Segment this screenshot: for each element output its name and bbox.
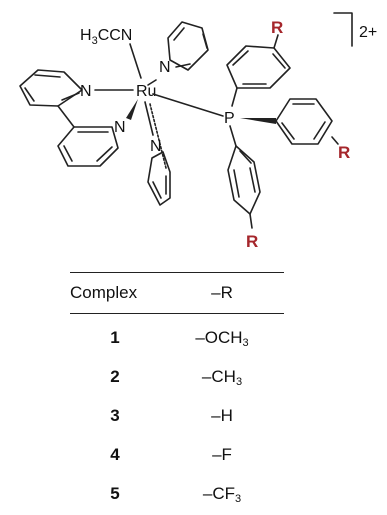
phenyl-ring-top xyxy=(226,45,291,89)
r-group: –F xyxy=(212,444,232,464)
nitrogen-label: N xyxy=(159,59,171,76)
substituent-r-bottom: R xyxy=(246,232,258,251)
phenyl-ring-right xyxy=(275,98,333,145)
ruthenium-complex-structure: 2+ H3CCN Ru N N N N P R R xyxy=(19,12,377,251)
bond-double xyxy=(24,87,35,102)
complex-number: 1 xyxy=(110,327,120,347)
table-row: 5 –CF3 xyxy=(70,474,284,513)
bond-double xyxy=(281,122,295,140)
ru-n-bond xyxy=(147,79,157,86)
p-c-wedge-bond xyxy=(240,118,276,124)
header-r: –R xyxy=(211,283,233,302)
bipyridine-ring-lower xyxy=(57,126,119,167)
table-row: 3 –H xyxy=(70,396,284,435)
charge-label: 2+ xyxy=(359,24,377,41)
bond-double xyxy=(313,121,326,140)
c-r-bond xyxy=(273,34,279,49)
charge-bracket xyxy=(333,12,353,47)
complex-number: 5 xyxy=(110,483,120,503)
bipy-linker-bond xyxy=(57,105,75,128)
table-row: 4 –F xyxy=(70,435,284,474)
r-group: –CF3 xyxy=(202,483,242,505)
ru-n-bond-hash xyxy=(149,103,167,169)
bond-double xyxy=(233,169,240,198)
ruthenium-label: Ru xyxy=(136,83,156,100)
pyridine-ring-upper xyxy=(167,21,209,71)
phosphorus-label: P xyxy=(224,110,235,127)
p-c-bond xyxy=(229,125,237,147)
bond-double xyxy=(232,50,249,66)
acetonitrile-label: H3CCN xyxy=(80,27,132,47)
bond-double xyxy=(173,27,185,41)
bond-double xyxy=(61,92,80,101)
nitrogen-label: N xyxy=(80,83,92,100)
r-group: –CH3 xyxy=(201,366,243,388)
r-group: –H xyxy=(211,405,233,425)
bond-double xyxy=(152,181,162,199)
ru-ncme-bond xyxy=(129,43,142,79)
bond-double xyxy=(63,145,73,162)
table-row: 1 –OCH3 xyxy=(70,318,284,357)
table-header-row: Complex –R xyxy=(70,273,284,313)
bond-double xyxy=(34,74,61,78)
c-r-bond xyxy=(331,136,339,145)
substituent-r-top: R xyxy=(271,18,283,37)
ru-n-wedge-bond xyxy=(126,99,138,120)
bond-double xyxy=(249,167,256,193)
table-header-rule xyxy=(70,313,284,314)
pyridine-ring-lower xyxy=(147,151,171,206)
bond-double xyxy=(96,146,113,162)
complex-number: 2 xyxy=(110,366,120,386)
r-group: –OCH3 xyxy=(195,327,249,349)
table-row: 2 –CH3 xyxy=(70,357,284,396)
table-top-rule xyxy=(70,272,284,273)
bond-double xyxy=(239,150,252,164)
nitrogen-label: N xyxy=(150,138,162,155)
complex-number: 3 xyxy=(110,405,120,425)
bond-double xyxy=(202,33,208,49)
bond-double xyxy=(175,63,191,68)
complex-number: 4 xyxy=(110,444,120,464)
nitrogen-label: N xyxy=(114,119,126,136)
c-r-bond xyxy=(249,213,253,229)
bond-double xyxy=(272,53,286,69)
header-complex: Complex xyxy=(70,283,138,302)
p-c-bond xyxy=(231,87,238,107)
substituent-table: Complex –R 1 –OCH3 2 –CH3 3 –H 4 –F 5 –C… xyxy=(70,272,284,513)
substituent-r-right: R xyxy=(338,143,350,162)
ru-n-bond xyxy=(144,101,154,136)
ru-p-bond xyxy=(152,93,224,117)
bipyridine-ring-upper xyxy=(19,69,83,107)
